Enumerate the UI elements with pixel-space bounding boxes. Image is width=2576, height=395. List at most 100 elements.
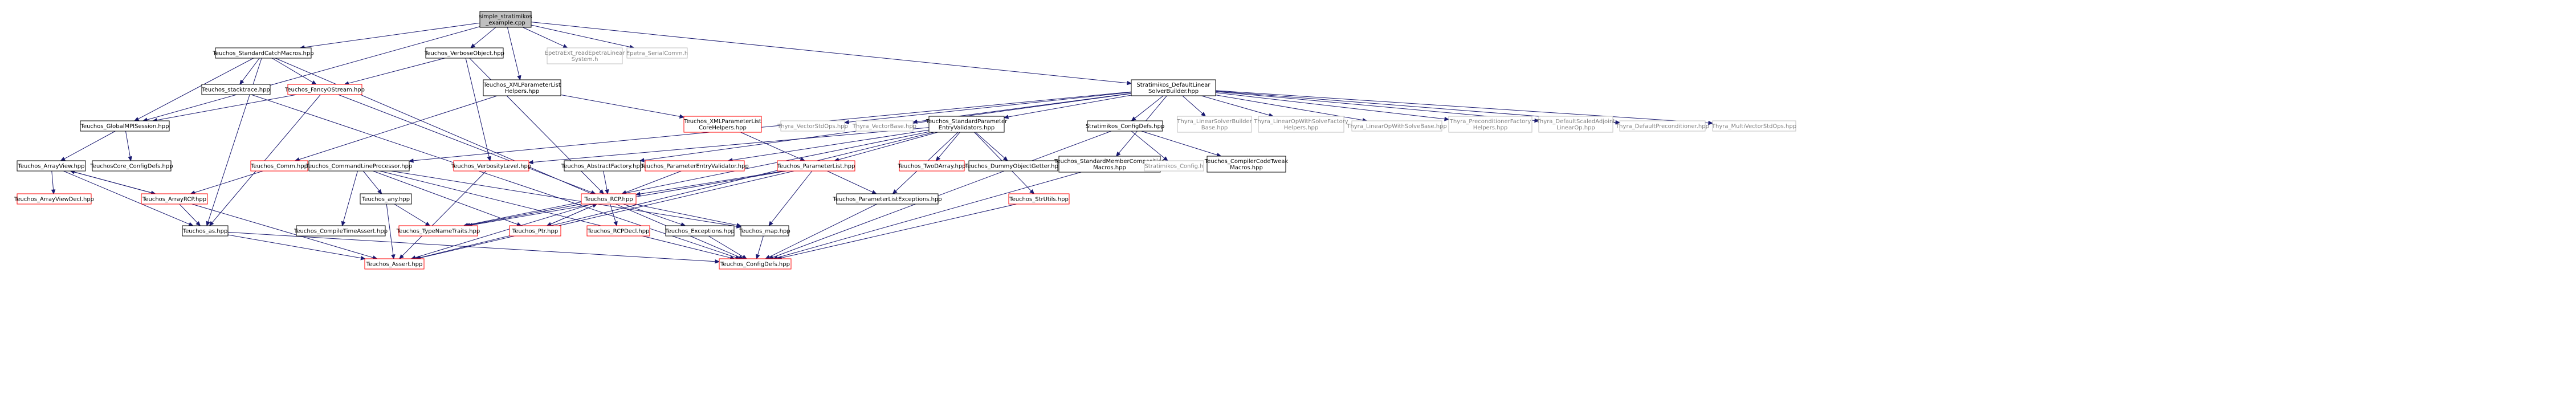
node-box xyxy=(1448,116,1532,133)
edge-rcp-to-rcpd xyxy=(610,203,618,227)
node-spev[interactable]: Teuchos_StandardParameterEntryValidators… xyxy=(926,116,1008,133)
edge-arcp-to-av xyxy=(70,170,156,194)
node-tlowsf[interactable]: Thyra_LinearOpWithSolveFactoryHelpers.hp… xyxy=(1253,116,1348,133)
node-box xyxy=(296,225,386,237)
node-label: Helpers.hpp xyxy=(1473,125,1507,131)
node-box xyxy=(1177,116,1252,133)
edge-as-to-cd xyxy=(227,231,720,264)
node-cta[interactable]: Teuchos_CompileTimeAssert.hpp xyxy=(294,225,388,237)
node-vl[interactable]: Teuchos_VerbosityLevel.hpp xyxy=(451,160,531,172)
node-box xyxy=(1008,193,1070,205)
edge-xmlh-to-xmlc xyxy=(560,94,685,119)
edge-as-to-assert xyxy=(227,234,366,260)
node-box xyxy=(483,79,561,96)
node-tvso[interactable]: Thyra_VectorStdOps.hpp xyxy=(777,120,848,132)
edge-clp-to-cta xyxy=(341,170,358,227)
node-label: Thyra_LinearSolverBuilder xyxy=(1176,119,1252,125)
edge-exc-to-cd xyxy=(708,235,747,259)
node-box xyxy=(1619,120,1706,132)
node-vo[interactable]: Teuchos_VerboseObject.hpp xyxy=(424,47,504,59)
node-t2d[interactable]: Teuchos_TwoDArray.hpp xyxy=(897,160,966,172)
node-root[interactable]: simple_stratimikos_example.cpp xyxy=(479,11,532,28)
node-label: Teuchos_as.hpp xyxy=(182,229,228,235)
node-label: Stratimikos_ConfigDefs.hpp xyxy=(1086,124,1164,130)
node-st[interactable]: Teuchos_stacktrace.hpp xyxy=(201,84,271,95)
node-ple[interactable]: Teuchos_ParameterListExceptions.hpp xyxy=(832,193,942,205)
node-clp[interactable]: Teuchos_CommandLineProcessor.hpp xyxy=(305,160,413,172)
node-label: Teuchos_ConfigDefs.hpp xyxy=(720,262,790,268)
edge-any-to-tnt xyxy=(394,203,431,226)
node-as[interactable]: Teuchos_as.hpp xyxy=(182,225,229,237)
node-label: Macros.hpp xyxy=(1093,165,1126,171)
edge-arcp-to-as xyxy=(179,203,201,226)
node-assert[interactable]: Teuchos_Assert.hpp xyxy=(364,258,425,270)
node-eser[interactable]: Epetra_SerialComm.h xyxy=(626,47,688,59)
node-any[interactable]: Teuchos_any.hpp xyxy=(360,193,412,205)
edge-any-to-assert xyxy=(386,203,396,260)
node-scm[interactable]: Teuchos_StandardCatchMacros.hpp xyxy=(212,47,314,59)
node-comm[interactable]: Teuchos_Comm.hpp xyxy=(250,160,308,172)
node-label: Thyra_VectorBase.hpp xyxy=(852,124,916,130)
node-pl[interactable]: Teuchos_ParameterList.hpp xyxy=(777,160,855,172)
node-label: Teuchos_any.hpp xyxy=(361,197,410,203)
node-label: Teuchos_RCPDecl.hpp xyxy=(587,229,650,235)
node-box xyxy=(1258,116,1344,133)
node-af[interactable]: Teuchos_AbstractFactory.hpp xyxy=(561,160,643,172)
node-avd[interactable]: Teuchos_ArrayViewDecl.hpp xyxy=(14,193,94,205)
edge-dlsb-to-tlsbb xyxy=(1182,95,1207,117)
node-dlsb[interactable]: Stratimikos_DefaultLinearSolverBuilder.h… xyxy=(1131,79,1216,96)
node-label: Teuchos_stacktrace.hpp xyxy=(201,87,270,93)
node-arcp[interactable]: Teuchos_ArrayRCP.hpp xyxy=(141,193,208,205)
node-box xyxy=(968,160,1058,172)
edge-xmlh-to-comm xyxy=(294,95,498,162)
node-scd[interactable]: Stratimikos_ConfigDefs.hpp xyxy=(1086,120,1164,132)
edge-su-to-cd xyxy=(777,203,1017,260)
node-box xyxy=(287,84,362,95)
edge-clp-to-cd xyxy=(380,170,735,260)
node-tdp[interactable]: Thyra_DefaultPreconditioner.hpp xyxy=(1615,120,1709,132)
node-label: Stratimikos_DefaultLinear xyxy=(1136,82,1210,88)
node-box xyxy=(564,160,641,172)
node-exc[interactable]: Teuchos_Exceptions.hpp xyxy=(665,225,735,237)
node-tvb[interactable]: Thyra_VectorBase.hpp xyxy=(852,120,916,132)
node-label: Thyra_PreconditionerFactory xyxy=(1449,119,1531,125)
node-label: Teuchos_TwoDArray.hpp xyxy=(897,164,965,170)
node-label: Teuchos_StandardCatchMacros.hpp xyxy=(212,51,313,57)
node-sc[interactable]: Stratimikos_Config.h xyxy=(1144,160,1204,172)
edge-fos-to-gmpi xyxy=(152,94,297,123)
node-su[interactable]: Teuchos_StrUtils.hpp xyxy=(1008,193,1070,205)
node-map[interactable]: Teuchos_map.hpp xyxy=(739,225,790,237)
edge-spev-to-vl xyxy=(528,127,930,165)
node-tlowsb[interactable]: Thyra_LinearOpWithSolveBase.hpp xyxy=(1346,120,1447,132)
node-box xyxy=(141,193,208,205)
node-box xyxy=(1144,160,1204,172)
node-rcp[interactable]: Teuchos_RCP.hpp xyxy=(581,193,637,205)
node-tnt[interactable]: Teuchos_TypeNameTraits.hpp xyxy=(396,225,480,237)
node-label: Teuchos_ArrayViewDecl.hpp xyxy=(14,197,94,203)
node-dog[interactable]: Teuchos_DummyObjectGetter.hpp xyxy=(964,160,1062,172)
node-tmvso[interactable]: Thyra_MultiVectorStdOps.hpp xyxy=(1711,120,1796,132)
node-gmpi[interactable]: Teuchos_GlobalMPISession.hpp xyxy=(80,120,170,132)
node-box xyxy=(250,160,308,172)
node-pev[interactable]: Teuchos_ParameterEntryValidator.hpp xyxy=(640,160,749,172)
node-box xyxy=(928,116,1005,133)
node-fos[interactable]: Teuchos_FancyOStream.hpp xyxy=(284,84,365,95)
node-label: Teuchos_CommandLineProcessor.hpp xyxy=(305,164,413,170)
node-tccd[interactable]: TeuchosCore_ConfigDefs.hpp xyxy=(89,160,173,172)
node-box xyxy=(836,193,939,205)
node-cd[interactable]: Teuchos_ConfigDefs.hpp xyxy=(719,258,792,270)
node-label: Teuchos_FancyOStream.hpp xyxy=(284,87,365,93)
node-box xyxy=(1131,79,1216,96)
node-label: Teuchos_CompileTimeAssert.hpp xyxy=(294,229,388,235)
node-ptr[interactable]: Teuchos_Ptr.hpp xyxy=(509,225,561,237)
node-av[interactable]: Teuchos_ArrayView.hpp xyxy=(17,160,86,172)
node-rcpd[interactable]: Teuchos_RCPDecl.hpp xyxy=(586,225,650,237)
